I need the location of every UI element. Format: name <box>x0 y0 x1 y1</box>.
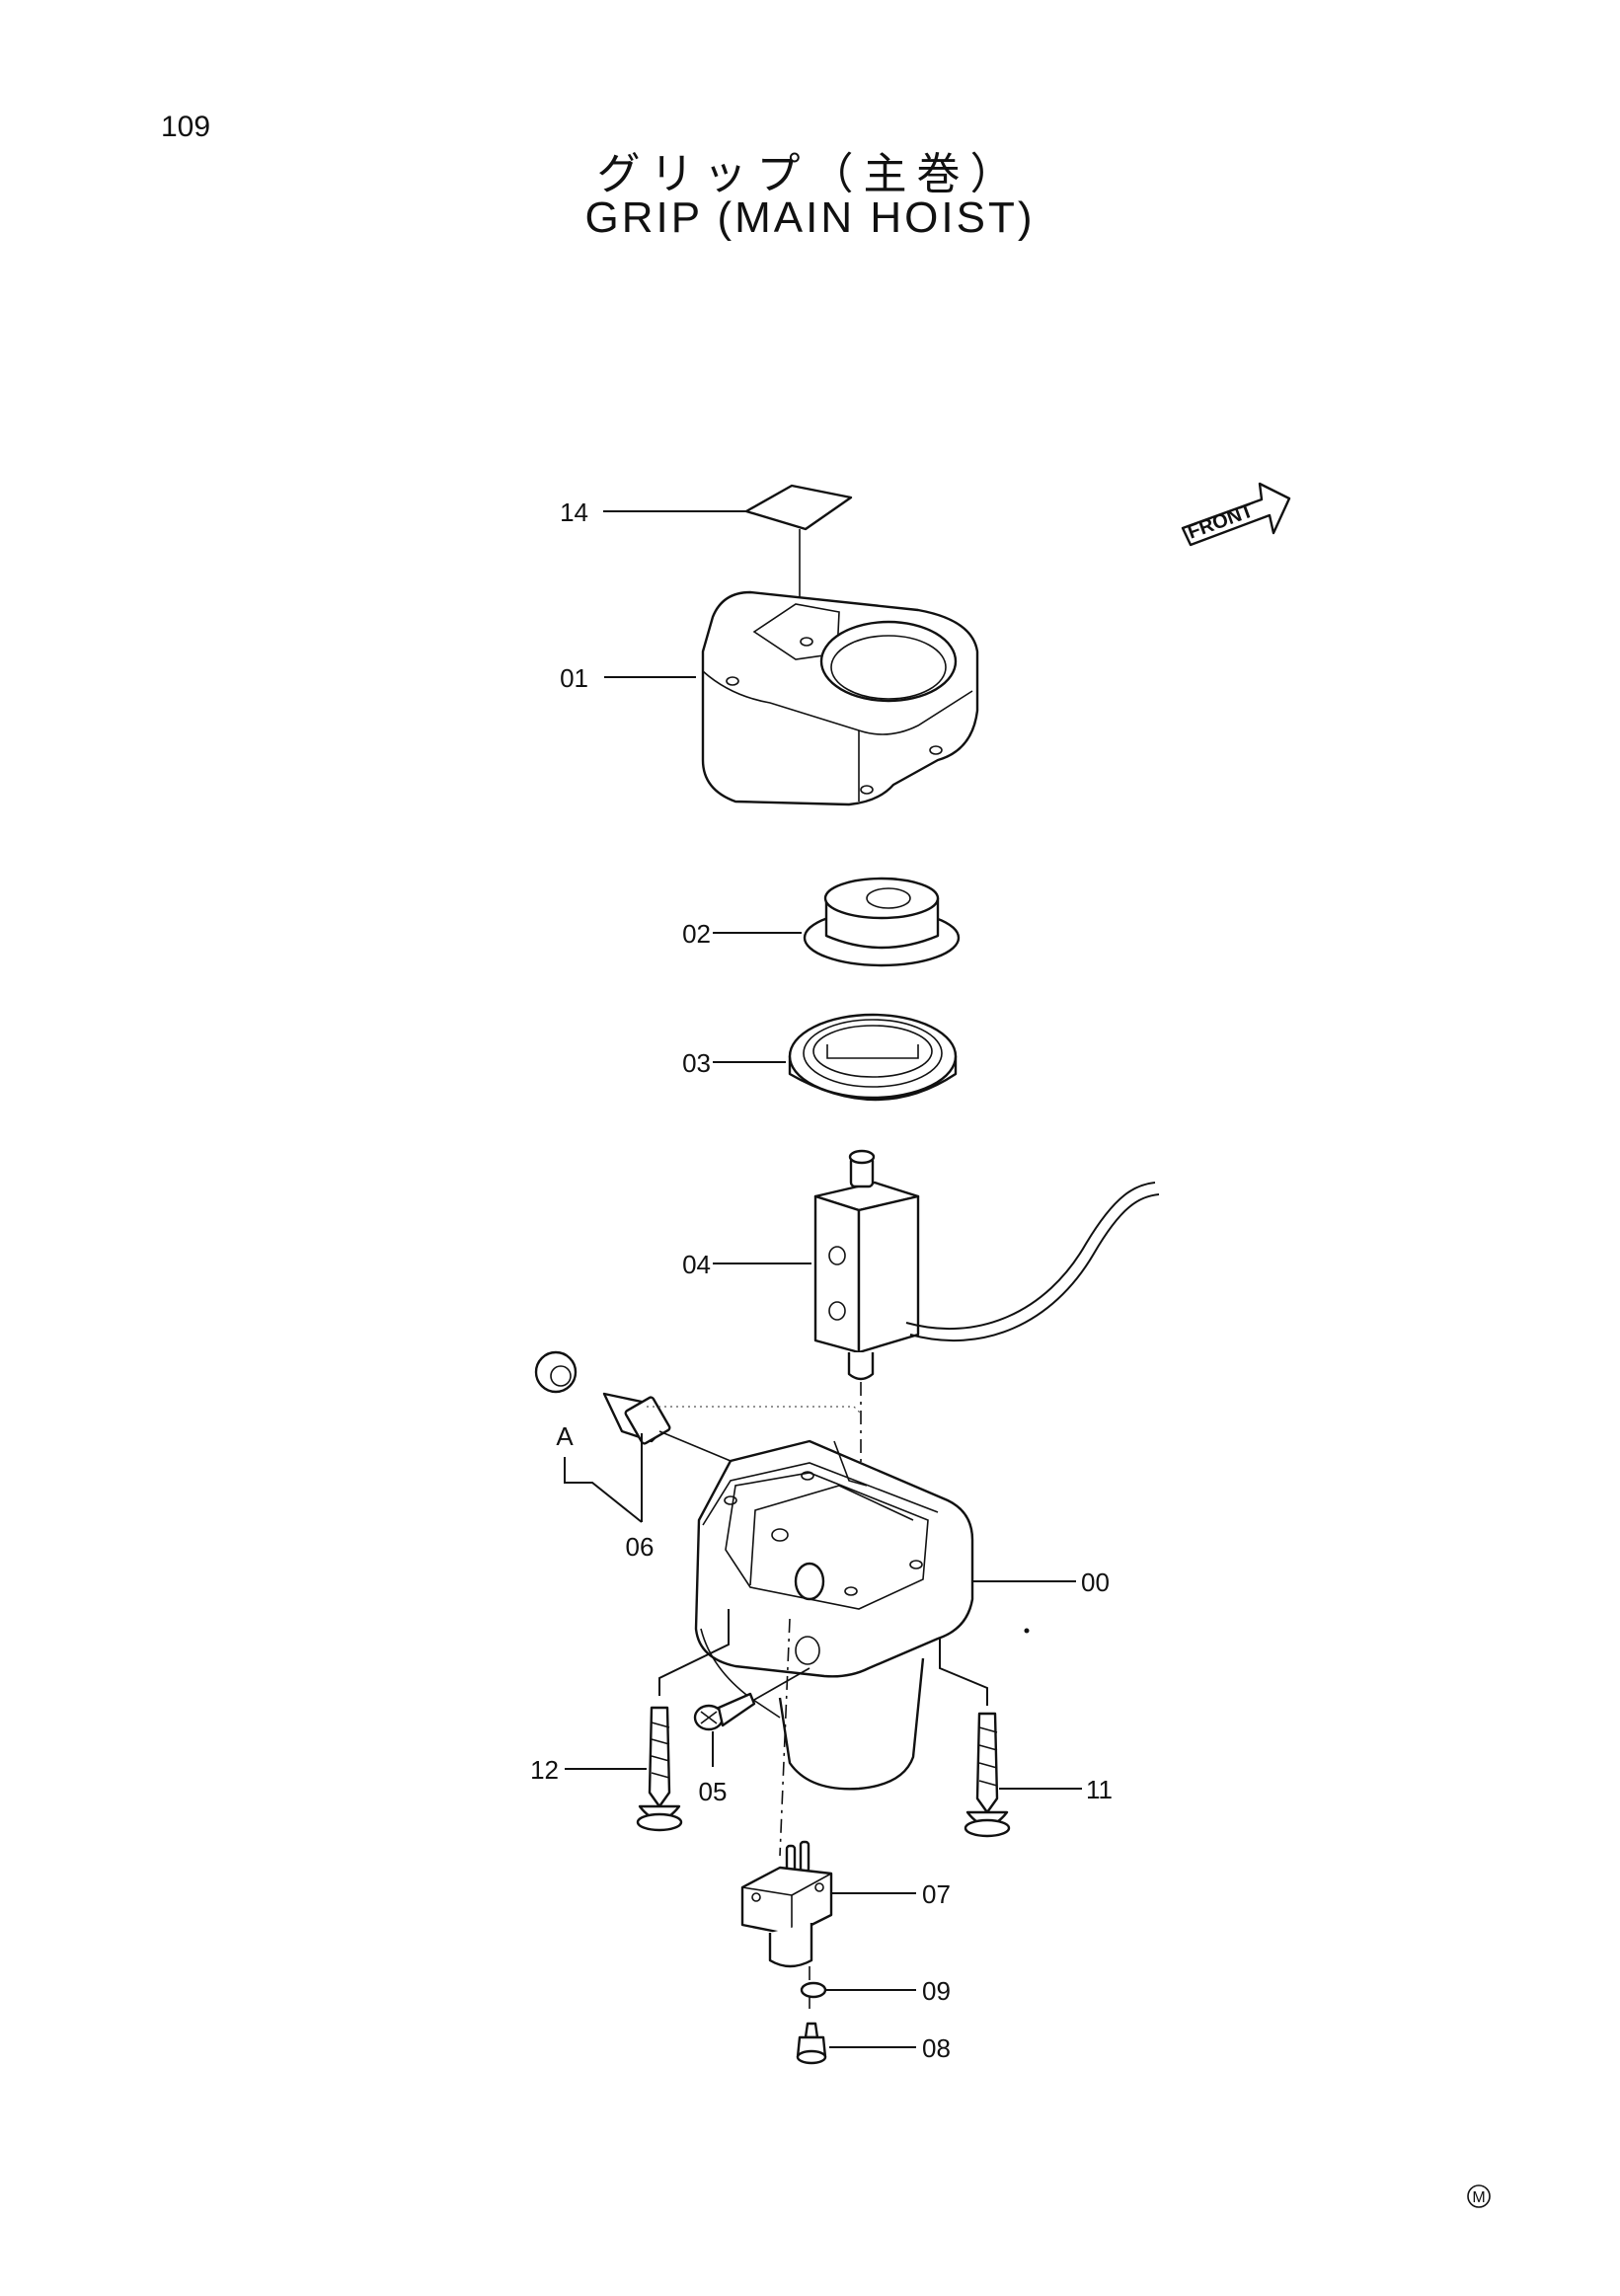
title-japanese: グリップ（主巻） <box>596 149 1024 199</box>
part-07-connector: 07 <box>740 1840 951 1968</box>
part-08-screw: 08 <box>796 2022 951 2065</box>
detail-label-a: A <box>556 1421 574 1451</box>
part-09-lock-washer: 09 <box>800 1966 951 2014</box>
callout-00: 00 <box>1081 1568 1110 1597</box>
page-number: 109 <box>161 111 211 143</box>
part-14-label-plate: 14 <box>560 484 853 632</box>
callout-14: 14 <box>560 497 588 527</box>
callout-08: 08 <box>922 2033 951 2063</box>
part-04-switch-block: 04 <box>682 1149 1160 1540</box>
svg-text:M: M <box>1472 2189 1485 2206</box>
callout-09: 09 <box>922 1976 951 2006</box>
part-05-screw: 05 <box>693 1667 810 1806</box>
callout-11: 11 <box>1086 1775 1113 1804</box>
callout-03: 03 <box>682 1048 711 1078</box>
callout-02: 02 <box>682 919 711 949</box>
part-01-top-cover: 01 <box>560 590 979 806</box>
detail-a-collar: A <box>534 1350 643 1523</box>
title-english: GRIP (MAIN HOIST) <box>584 193 1036 242</box>
callout-07: 07 <box>922 1879 951 1909</box>
part-12-tapping-screw: 12 <box>530 1609 730 1832</box>
callout-04: 04 <box>682 1250 711 1279</box>
circled-m-mark: M <box>1467 2184 1491 2208</box>
part-11-tapping-screw: 11 <box>939 1639 1113 1838</box>
front-label: FRONT <box>1185 499 1256 543</box>
callout-06: 06 <box>626 1532 655 1562</box>
callout-01: 01 <box>560 663 588 693</box>
assembly-axis-line <box>779 1618 791 1857</box>
callout-12: 12 <box>530 1755 559 1785</box>
part-02-cap: 02 <box>682 877 961 967</box>
part-03-ring: 03 <box>682 1013 958 1102</box>
callout-05: 05 <box>699 1777 728 1806</box>
front-arrow-icon: FRONT <box>1181 482 1291 547</box>
part-06-pushbutton: 06 <box>602 1392 862 1562</box>
part-00-grip-body: 00 <box>694 1439 1110 1791</box>
